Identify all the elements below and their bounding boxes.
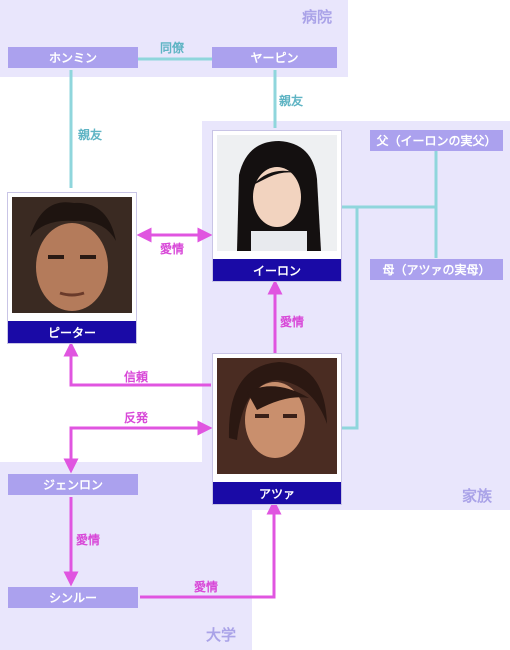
card-label-ilong: イーロン <box>213 259 341 281</box>
card-label-peter: ピーター <box>8 321 136 343</box>
name-box-mother: 母（アツァの実母） <box>370 259 503 280</box>
label-love-atsua-ilong: 愛情 <box>280 315 305 329</box>
name-box-jenron: ジェンロン <box>8 474 138 495</box>
name-box-yapin: ヤーピン <box>212 47 337 68</box>
card-peter: ピーター <box>7 192 137 344</box>
arrow-rebel <box>63 420 213 474</box>
label-rebel: 反発 <box>124 411 149 425</box>
line-family-bracket <box>342 205 359 430</box>
label-colleague: 同僚 <box>160 41 185 55</box>
label-trust: 信頼 <box>124 370 149 384</box>
hospital-label: 病院 <box>302 8 333 26</box>
arrow-love-shinru-atsua <box>140 499 282 599</box>
portrait-ilong <box>217 135 337 251</box>
family-label: 家族 <box>462 487 493 505</box>
name-box-shinru: シンルー <box>8 587 138 608</box>
card-atsua: アツァ <box>212 353 342 505</box>
label-love-peter-ilong: 愛情 <box>160 242 185 256</box>
portrait-peter <box>12 197 132 313</box>
label-friend-yapin: 親友 <box>279 94 304 108</box>
label-love-jenron-shinru: 愛情 <box>76 533 101 547</box>
card-ilong: イーロン <box>212 130 342 282</box>
label-friend-honmin: 親友 <box>78 128 103 142</box>
name-box-honmin: ホンミン <box>8 47 138 68</box>
name-box-father: 父（イーロンの実父） <box>370 130 503 151</box>
label-love-shinru-atsua: 愛情 <box>194 580 219 594</box>
card-label-atsua: アツァ <box>213 482 341 504</box>
university-label: 大学 <box>206 626 237 644</box>
portrait-atsua <box>217 358 337 474</box>
arrow-trust <box>63 341 211 387</box>
